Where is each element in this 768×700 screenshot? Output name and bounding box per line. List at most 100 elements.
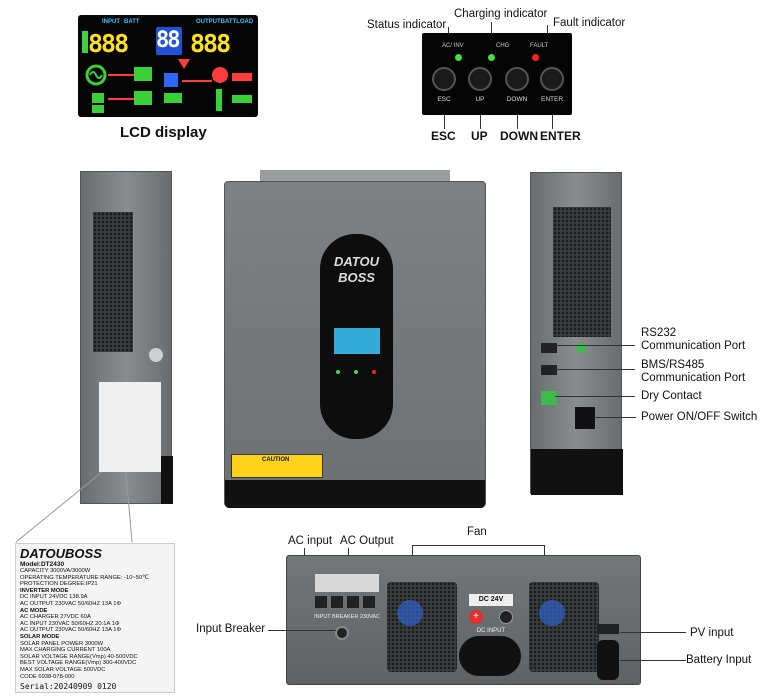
- battery-input-port: [597, 640, 619, 680]
- spec-label-sticker: [99, 382, 161, 472]
- fan-right-icon: [539, 600, 565, 626]
- pv-input-port: [597, 624, 619, 634]
- input-breaker-pointer: [268, 630, 336, 631]
- bms-port: [541, 365, 557, 375]
- lcd-caption: LCD display: [120, 124, 207, 141]
- fault-indicator-label: Fault indicator: [553, 17, 626, 29]
- lcd-digits-right: 888: [190, 29, 231, 58]
- spec-line: SOLAR MODE: [20, 633, 60, 640]
- lcd-input-label: INPUT: [102, 19, 120, 25]
- spec-line: MAX SOLAR VOLTAGE 500VDC: [20, 666, 106, 673]
- spec-line: OPERATING TEMPERATURE RANGE: -10~50℃: [20, 574, 149, 581]
- front-fault-led: [372, 370, 376, 374]
- right-side-view: [530, 172, 623, 495]
- ind-chg-label: CHG: [496, 43, 510, 49]
- ind-acinv-label: AC/ INV: [442, 43, 464, 49]
- enter-caption: ENTER: [540, 96, 564, 103]
- rs232-sub-label: Communication Port: [641, 340, 746, 352]
- fault-led: [532, 54, 539, 61]
- left-side-knob: [149, 348, 163, 362]
- esc-caption: ESC: [437, 96, 451, 103]
- left-side-view: [80, 171, 173, 504]
- status-led: [455, 54, 462, 61]
- spec-sheet: DATOUBOSS Model:DT2430 CAPACITY 3000VA/3…: [15, 543, 175, 693]
- up-caption: UP: [475, 96, 485, 103]
- ac-output-label: AC Output: [340, 535, 394, 547]
- spec-line: AC INPUT 230VAC 50/60HZ 20.1A 1Φ: [20, 620, 120, 627]
- dc-minus-icon: [499, 610, 513, 624]
- up-button[interactable]: [468, 67, 492, 91]
- dry-contact-terminal: [541, 391, 557, 405]
- rs232-label: RS232: [641, 327, 677, 339]
- lcd-output-label: OUTPUTBATTLOAD: [196, 19, 254, 25]
- spec-line: PROTECTION DEGREE:IP21: [20, 581, 98, 588]
- spec-line: SOLAR VOLTAGE RANGE(Vmp) 40-500VDC: [20, 653, 138, 660]
- front-brand-line2: BOSS: [338, 270, 375, 285]
- spec-line: CAPACITY 3000VA/3000W: [20, 568, 91, 574]
- down-caption: DOWN: [506, 96, 528, 103]
- bms-sub-label: Communication Port: [641, 372, 746, 384]
- charging-led: [488, 54, 495, 61]
- esc-pointer: [444, 115, 445, 129]
- enter-pointer: [552, 115, 553, 129]
- bms-pointer: [555, 369, 635, 370]
- spec-line: AC CHARGER 27VDC 60A: [20, 614, 91, 621]
- fan-label: Fan: [467, 526, 487, 538]
- spec-zoom-lines: [15, 471, 133, 543]
- lcd-flow-diagram-icon: [85, 59, 252, 113]
- front-view: DATOU BOSS CAUTION: [224, 181, 486, 508]
- battery-input-label: Battery Input: [686, 654, 752, 666]
- right-side-led: [576, 343, 586, 353]
- spec-line: SOLAR PANEL POWER 3000W: [20, 640, 104, 647]
- ac-terminals: [315, 596, 379, 610]
- bottom-view: INPUT BREAKER 230VAC DC 24V + DC INPUT: [286, 555, 641, 685]
- keypad-panel: AC/ INV CHG FAULT ESC UP DOWN ENTER: [422, 33, 572, 115]
- pv-input-pointer: [620, 632, 686, 633]
- input-breaker-knob[interactable]: [335, 626, 349, 640]
- rs232-port: [541, 343, 557, 353]
- lcd-digits-mid: 88: [156, 28, 180, 53]
- bms-label: BMS/RS485: [641, 359, 705, 371]
- dry-contact-label: Dry Contact: [641, 390, 702, 402]
- front-keypad: [334, 368, 380, 404]
- spec-line: MAX CHARGING CURRENT 100A: [20, 647, 111, 654]
- caution-text: CAUTION: [262, 457, 290, 463]
- front-charging-led: [354, 370, 358, 374]
- pv-input-label: PV input: [690, 627, 734, 639]
- down-pointer: [517, 115, 518, 129]
- power-switch[interactable]: [575, 407, 595, 429]
- dry-contact-pointer: [555, 396, 635, 397]
- front-lcd: [334, 328, 380, 354]
- rs232-pointer: [555, 345, 635, 346]
- battery-input-pointer: [620, 660, 686, 661]
- down-button[interactable]: [505, 67, 529, 91]
- ind-fault-label: FAULT: [530, 43, 549, 49]
- enter-label: ENTER: [540, 129, 581, 143]
- lcd-batt-label: BATT: [124, 19, 140, 25]
- charging-indicator-label: Charging indicator: [454, 8, 548, 20]
- spec-brand: DATOUBOSS: [20, 546, 102, 561]
- status-indicator-label: Status indicator: [367, 19, 447, 31]
- spec-line: AC OUTPUT 230VAC 50/60HZ 13A 1Φ: [20, 600, 122, 607]
- fan-right-grille: [529, 582, 599, 672]
- right-side-vent: [553, 207, 611, 337]
- up-pointer: [480, 115, 481, 129]
- spec-model: Model:DT2430: [20, 561, 65, 568]
- up-label: UP: [471, 129, 488, 143]
- power-switch-pointer: [594, 417, 636, 418]
- lcd-display-panel: INPUT BATT OUTPUTBATTLOAD 888 88 888: [78, 15, 258, 117]
- esc-button[interactable]: [432, 67, 456, 91]
- power-switch-label: Power ON/OFF Switch: [641, 411, 758, 423]
- spec-line: AC OUTPUT 230VAC 50/60HZ 13A 1Φ: [20, 627, 122, 634]
- dc-plus-icon: +: [469, 610, 483, 624]
- lcd-batt-box: [156, 27, 182, 55]
- front-mount-bracket: [260, 170, 450, 184]
- front-base: [225, 480, 485, 508]
- left-side-vent: [93, 212, 133, 352]
- down-label: DOWN: [500, 129, 538, 143]
- dc-input-port: [459, 636, 521, 676]
- fan-bracket-line: [412, 545, 545, 546]
- enter-button[interactable]: [540, 67, 564, 91]
- dc-input-label: DC INPUT: [476, 628, 506, 634]
